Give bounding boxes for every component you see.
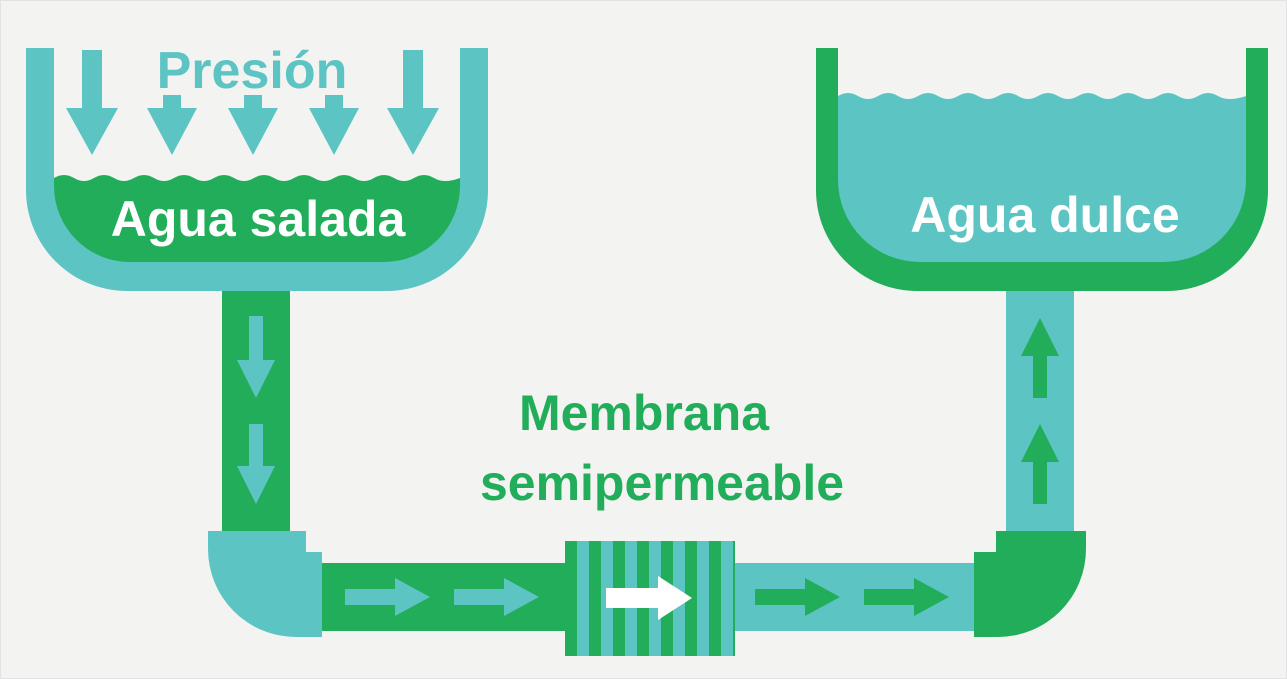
arrow-down-icon — [228, 95, 278, 155]
arrow-down-icon — [237, 316, 275, 398]
arrow-down-icon — [147, 95, 197, 155]
arrow-down-icon — [387, 50, 439, 155]
fresh-water-label: Agua dulce — [910, 187, 1179, 243]
fresh-water-tank — [816, 48, 1268, 291]
arrow-right-icon — [454, 578, 539, 616]
fresh-water-fill — [838, 93, 1246, 262]
arrow-right-icon — [345, 578, 430, 616]
membrane-label-line2: semipermeable — [480, 455, 844, 511]
arrow-down-icon — [66, 50, 118, 155]
arrow-up-icon — [1021, 318, 1059, 398]
arrow-down-icon — [237, 424, 275, 504]
pipe-right-section — [735, 563, 975, 631]
left-elbow — [208, 531, 322, 637]
pressure-label: Presión — [157, 42, 348, 100]
feed-pipe — [222, 291, 290, 531]
membrane-label-line1: Membrana — [519, 385, 770, 441]
right-elbow — [974, 531, 1086, 637]
salt-water-label: Agua salada — [111, 191, 407, 247]
arrow-down-icon — [309, 95, 359, 155]
arrow-right-icon — [864, 578, 949, 616]
semipermeable-membrane — [565, 541, 735, 656]
salt-water-fill — [54, 175, 460, 262]
arrow-right-icon — [755, 578, 840, 616]
arrow-up-icon — [1021, 424, 1059, 504]
arrow-right-icon — [606, 576, 692, 620]
pipe-left-section — [322, 563, 565, 631]
salt-water-tank — [26, 48, 488, 291]
pressure-arrows — [66, 50, 439, 155]
permeate-pipe — [1006, 291, 1074, 531]
